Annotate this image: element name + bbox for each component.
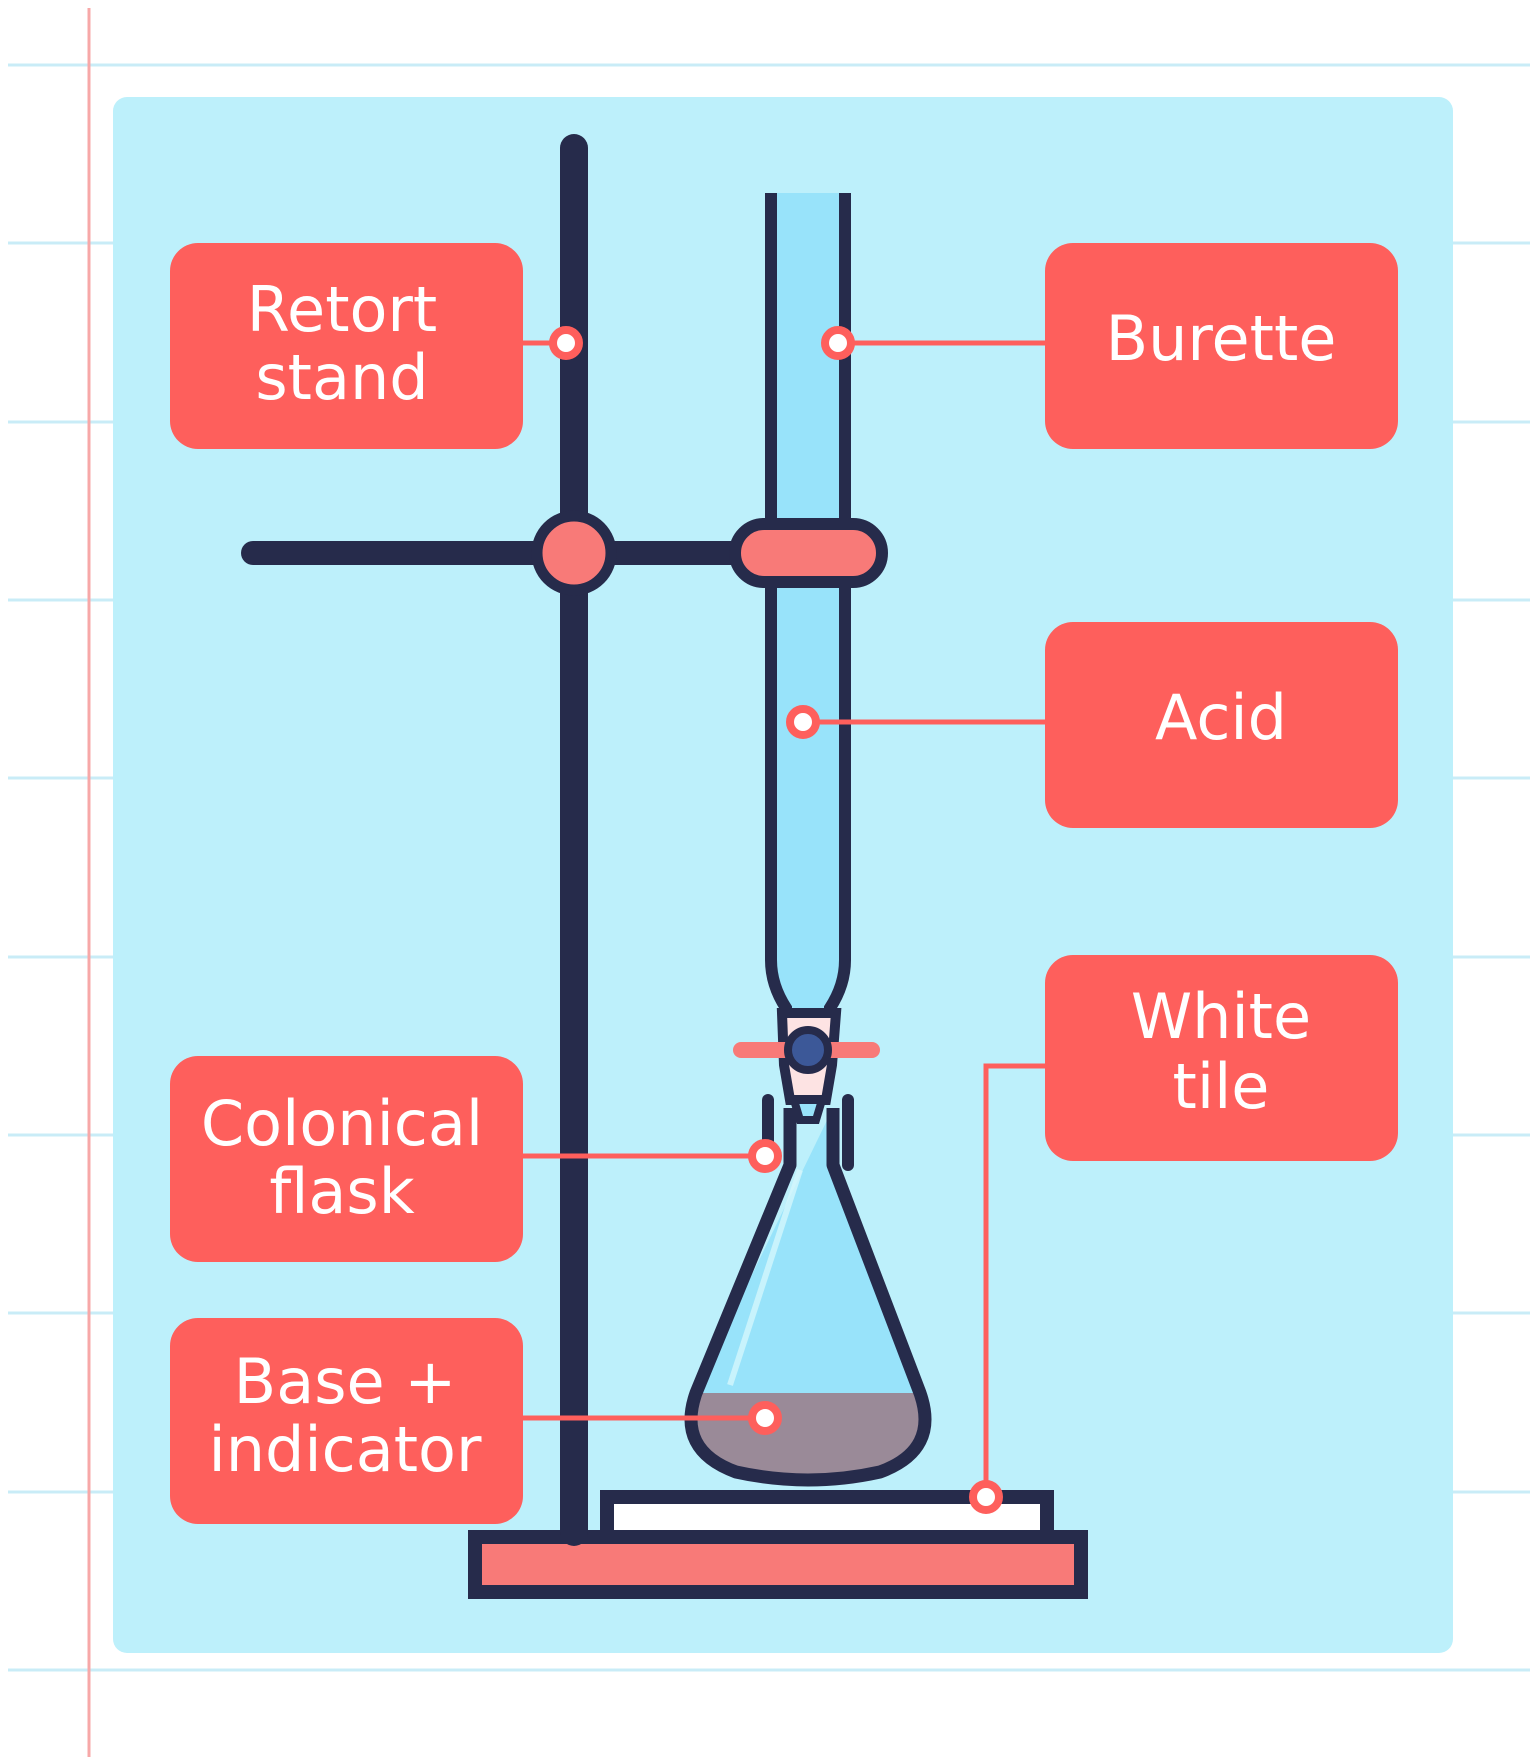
conical-flask — [691, 1108, 925, 1480]
label-white-tile-line1: White — [1131, 980, 1311, 1053]
stopcock-knob — [784, 1026, 832, 1074]
flask-outline — [684, 1108, 932, 1487]
label-base-indicator: Base + indicator — [170, 1318, 523, 1524]
boss-head — [531, 510, 617, 596]
dot-retort-stand — [549, 326, 583, 360]
label-conical-flask-line2: flask — [269, 1155, 414, 1228]
label-burette-line1: Burette — [1106, 302, 1337, 375]
label-acid-line1: Acid — [1155, 681, 1287, 754]
label-burette: Burette — [1045, 243, 1398, 449]
burette-tube — [771, 193, 845, 1015]
flask-highlight — [727, 1169, 803, 1386]
dot-burette — [821, 326, 855, 360]
label-acid: Acid — [1045, 622, 1398, 828]
burette-outline-left — [765, 193, 792, 1015]
label-base-indicator-line2: indicator — [209, 1413, 482, 1486]
label-white-tile-line2: tile — [1173, 1050, 1270, 1123]
label-conical-flask-line1: Colonical — [201, 1087, 483, 1160]
dot-base-indicator — [748, 1401, 782, 1435]
label-conical-flask: Colonical flask — [170, 1056, 523, 1262]
leader-dots — [549, 326, 1003, 1514]
leader-lines — [523, 340, 1045, 1497]
label-white-tile: White tile — [1045, 955, 1398, 1161]
label-retort-stand-line1: Retort — [247, 273, 437, 346]
label-retort-stand: Retort stand — [170, 243, 523, 449]
label-base-indicator-line1: Base + — [234, 1345, 457, 1418]
burette-tip — [788, 1096, 828, 1124]
stand-base — [468, 1530, 1088, 1599]
dot-conical-flask — [748, 1139, 782, 1173]
burette-outline-right — [824, 193, 851, 1015]
dot-white-tile — [969, 1480, 1003, 1514]
burette-clamp — [729, 518, 888, 588]
label-retort-stand-line2: stand — [255, 341, 428, 414]
dot-acid — [786, 705, 820, 739]
